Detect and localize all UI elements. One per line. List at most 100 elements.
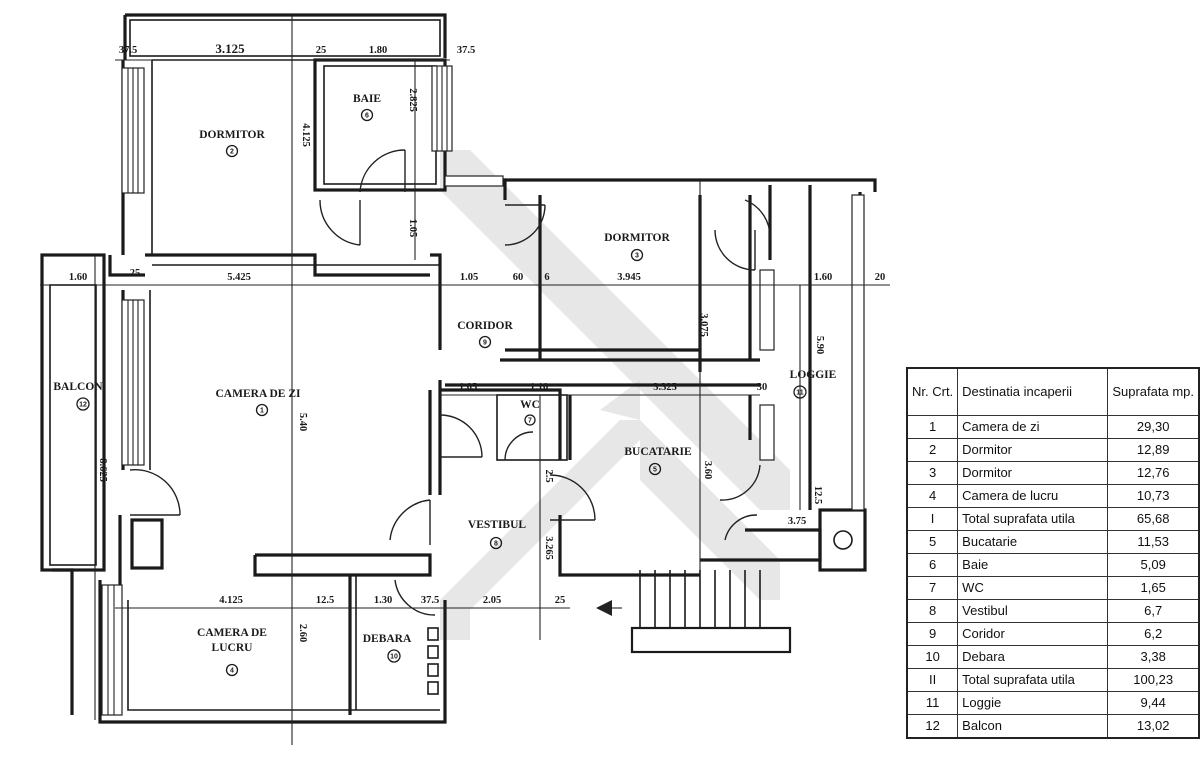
- header-area: Suprafata mp.: [1107, 367, 1200, 416]
- room-label: BALCON: [53, 381, 103, 393]
- dimension-label: 1.30: [374, 595, 392, 606]
- room-label: BAIE: [353, 93, 381, 105]
- cell-name: Debara: [957, 645, 1109, 669]
- room-number: 1: [260, 408, 264, 415]
- dimension-label: 1.80: [369, 45, 387, 56]
- cell-area: 12,76: [1107, 461, 1200, 485]
- dimension-label: 37.5: [457, 45, 475, 56]
- dimension-label: 1.05: [407, 219, 418, 237]
- dimension-label: 6: [544, 272, 549, 283]
- cell-nr: 2: [906, 438, 959, 462]
- dimension-label: 2.60: [297, 624, 308, 642]
- dimension-label: 37.5: [119, 45, 137, 56]
- cell-name: Dormitor: [957, 461, 1109, 485]
- dimension-label: 3.945: [617, 272, 641, 283]
- dimension-label: 8.625: [97, 458, 108, 482]
- dimension-label: 5.425: [227, 272, 251, 283]
- cell-name: Vestibul: [957, 599, 1109, 623]
- cell-nr: 3: [906, 461, 959, 485]
- dimension-label: 3.75: [788, 516, 806, 527]
- room-number: 10: [390, 654, 398, 661]
- room-number: 7: [528, 418, 532, 425]
- cell-area: 13,02: [1107, 714, 1200, 739]
- cell-nr: 5: [906, 530, 959, 554]
- dimension-label: 3.075: [698, 313, 709, 337]
- room-label: LUCRU: [212, 642, 254, 654]
- cell-name: Coridor: [957, 622, 1109, 646]
- cell-nr: 8: [906, 599, 959, 623]
- room-label: DORMITOR: [199, 129, 265, 141]
- cell-name: Camera de lucru: [957, 484, 1109, 508]
- cell-nr: 10: [906, 645, 959, 669]
- header-name: Destinatia incaperii: [957, 367, 1109, 416]
- dimension-label: 1.05: [459, 382, 477, 393]
- cell-name: Balcon: [957, 714, 1109, 739]
- cell-area: 1,65: [1107, 576, 1200, 600]
- dimension-label: 1.60: [814, 272, 832, 283]
- cell-area: 3,38: [1107, 645, 1200, 669]
- cell-name: Loggie: [957, 691, 1109, 715]
- dimension-label: 4.125: [219, 595, 243, 606]
- dimension-label: 1.60: [69, 272, 87, 283]
- dimension-label: 4.125: [300, 123, 311, 147]
- dimension-label: 3.325: [653, 382, 677, 393]
- room-label: CORIDOR: [457, 320, 513, 332]
- cell-area: 29,30: [1107, 415, 1200, 439]
- room-number: 5: [653, 467, 657, 474]
- room-label: CAMERA DE: [197, 627, 267, 639]
- dimension-label: 3.60: [702, 461, 713, 479]
- dimension-label: 2.825: [407, 88, 418, 112]
- cell-nr: I: [906, 507, 959, 531]
- table-header-row: Nr. Crt. Destinatia incaperii Suprafata …: [906, 367, 1200, 416]
- room-label: CAMERA DE ZI: [216, 388, 302, 400]
- room-label: BUCATARIE: [624, 446, 692, 458]
- dimension-label: 37.5: [421, 595, 439, 606]
- dimension-label: 12.5: [812, 486, 823, 504]
- room-number: 2: [230, 149, 234, 156]
- cell-area: 10,73: [1107, 484, 1200, 508]
- cell-name: Dormitor: [957, 438, 1109, 462]
- cell-nr: II: [906, 668, 959, 692]
- cell-nr: 6: [906, 553, 959, 577]
- floor-plan: DORMITOR 2 BAIE 6 DORMITOR 3 CORIDOR 9 B…: [40, 13, 890, 745]
- dimension-label: 1.05: [460, 272, 478, 283]
- dimension-label: 2.5: [543, 469, 554, 482]
- room-label: LOGGIE: [790, 369, 837, 381]
- cell-area: 100,23: [1107, 668, 1200, 692]
- cell-name: Baie: [957, 553, 1109, 577]
- cell-area: 6,7: [1107, 599, 1200, 623]
- room-number: 8: [494, 541, 498, 548]
- dimension-label: 25: [130, 268, 141, 279]
- cell-nr: 4: [906, 484, 959, 508]
- dimension-label: 5.90: [814, 336, 825, 354]
- area-table: Nr. Crt. Destinatia incaperii Suprafata …: [906, 367, 1200, 739]
- entrance-arrow-icon: [596, 600, 612, 616]
- dimension-label: 30: [757, 382, 768, 393]
- room-number: 12: [79, 402, 87, 409]
- cell-nr: 7: [906, 576, 959, 600]
- cell-name: Bucatarie: [957, 530, 1109, 554]
- windows: [101, 65, 865, 716]
- cell-area: 5,09: [1107, 553, 1200, 577]
- cell-area: 65,68: [1107, 507, 1200, 531]
- cell-area: 11,53: [1107, 530, 1200, 554]
- entrance-stair: [596, 570, 792, 654]
- dimension-label: 25: [316, 45, 327, 56]
- room-number: 11: [796, 390, 804, 397]
- cell-area: 9,44: [1107, 691, 1200, 715]
- doors: [129, 149, 771, 616]
- room-number: 3: [635, 253, 639, 260]
- cell-area: 12,89: [1107, 438, 1200, 462]
